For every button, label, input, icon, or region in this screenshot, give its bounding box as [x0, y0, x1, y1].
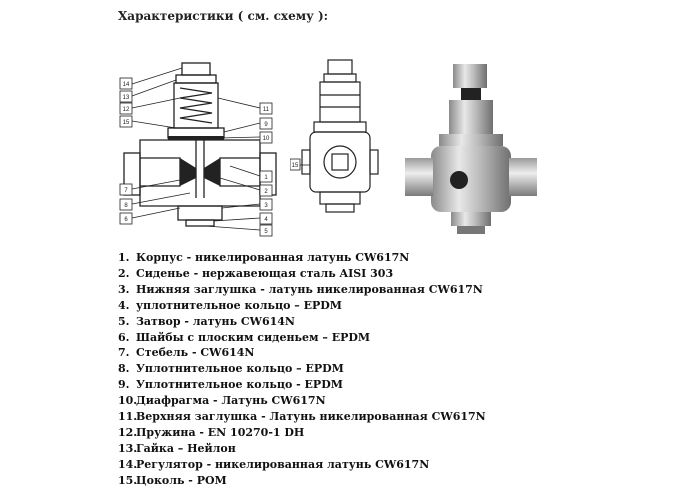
callout-label: 6	[124, 217, 128, 223]
callout-label: 4	[264, 217, 268, 223]
list-item: 8.Уплотнительное кольцо – EPDM	[118, 362, 344, 376]
list-item: 13.Гайка – Нейлон	[118, 441, 236, 455]
list-item: 12.Пружина - EN 10270-1 DH	[118, 425, 305, 439]
list-item: 4.уплотнительное кольцо – EPDM	[118, 298, 342, 312]
callout-label: 12	[123, 107, 130, 113]
list-item: 1.Корпус - никелированная латунь CW617N	[118, 251, 410, 264]
list-item: 6.Шайбы с плоским сиденьем – EPDM	[118, 330, 371, 344]
callout-label: 8	[124, 203, 128, 209]
list-item: 14.Регулятор - никелированная латунь CW6…	[118, 457, 430, 471]
callout-label: 13	[123, 95, 130, 101]
callout-label: 2	[264, 189, 268, 195]
callout-label: 5	[264, 229, 268, 235]
callout-label: 3	[264, 203, 268, 209]
callout-label: 1	[264, 175, 268, 181]
list-item: 9.Уплотнительное кольцо - EPDM	[118, 378, 343, 392]
parts-list: 1.Корпус - никелированная латунь CW617N …	[118, 250, 486, 489]
valve-product-photo	[405, 64, 537, 234]
page-title: Характеристики ( см. схему ):	[118, 9, 329, 23]
callout-label: 9	[264, 122, 268, 128]
callout-label: 15	[123, 120, 130, 126]
callout-label: 10	[263, 136, 270, 142]
callout-label: 15	[292, 163, 299, 169]
list-item: 5.Затвор - латунь CW614N	[118, 314, 295, 328]
list-item: 7.Стебель - CW614N	[118, 346, 255, 360]
list-item: 15.Цоколь - POM	[118, 473, 227, 487]
list-item: 3.Нижняя заглушка - латунь никелированна…	[118, 282, 483, 296]
list-item: 2.Сиденье - нержавеющая сталь AISI 303	[118, 266, 394, 280]
list-item: 11.Верхняя заглушка - Латунь никелирован…	[118, 410, 486, 424]
list-item: 10.Диафрагма - Латунь CW617N	[118, 394, 326, 408]
callout-label: 14	[123, 82, 130, 88]
callout-label: 7	[124, 188, 128, 194]
callout-label: 11	[263, 107, 270, 113]
valve-section-diagram: 14 13 12 15 7 8 6 11 9 10 1 2 3 4 5	[119, 62, 277, 237]
valve-front-view: 15	[290, 59, 379, 213]
